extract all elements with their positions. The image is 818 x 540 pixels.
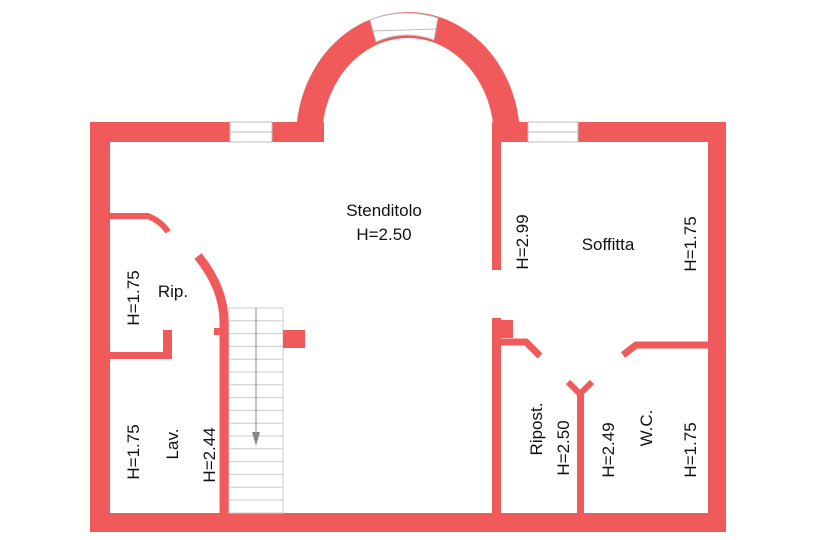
ripost-name: Ripost. (527, 403, 546, 456)
soffitta-height-right: H=1.75 (681, 216, 700, 271)
outer-wall-top-mid-right (492, 122, 528, 142)
stair-jamb (214, 328, 222, 335)
rip-name: Rip. (158, 282, 188, 301)
outer-wall-bottom (90, 513, 726, 532)
window-top-right (527, 121, 579, 143)
outer-wall-left (90, 122, 110, 532)
stenditolo-height: H=2.50 (356, 225, 411, 244)
middle-wall-lower (492, 318, 501, 514)
stenditolo-name: Stenditolo (346, 201, 422, 220)
wc-top-wall (620, 341, 708, 358)
rip-top-wall (110, 213, 171, 234)
lav-name: Lav. (163, 429, 182, 460)
window-top-left (229, 121, 273, 143)
arrow-down-icon (252, 432, 260, 446)
middle-wall-jamb (501, 320, 513, 338)
wc-height-left: H=2.49 (599, 422, 618, 477)
rip-height: H=1.75 (124, 270, 143, 325)
ripost-top-wall (501, 338, 543, 359)
wc-height-right: H=1.75 (681, 422, 700, 477)
lav-height-right: H=2.44 (200, 427, 219, 482)
stair-left-wall (194, 253, 229, 516)
soffitta-name: Soffitta (582, 235, 635, 254)
outer-wall-top-mid-left (272, 122, 324, 142)
wc-name: W.C. (637, 410, 656, 447)
outer-wall-top-right (578, 122, 726, 142)
middle-wall-upper (492, 138, 501, 270)
ripost-height: H=2.50 (554, 420, 573, 475)
soffitta-height-left: H=2.99 (513, 214, 532, 269)
dome-window (369, 12, 439, 43)
chimney (283, 330, 305, 348)
dome-wall (296, 12, 520, 138)
rip-right-post (163, 330, 172, 359)
outer-wall-top-left (90, 122, 230, 142)
lav-height-left: H=1.75 (124, 424, 143, 479)
partition-wall (577, 392, 584, 514)
outer-wall-right (708, 122, 726, 532)
rip-bottom-wall (110, 352, 172, 359)
